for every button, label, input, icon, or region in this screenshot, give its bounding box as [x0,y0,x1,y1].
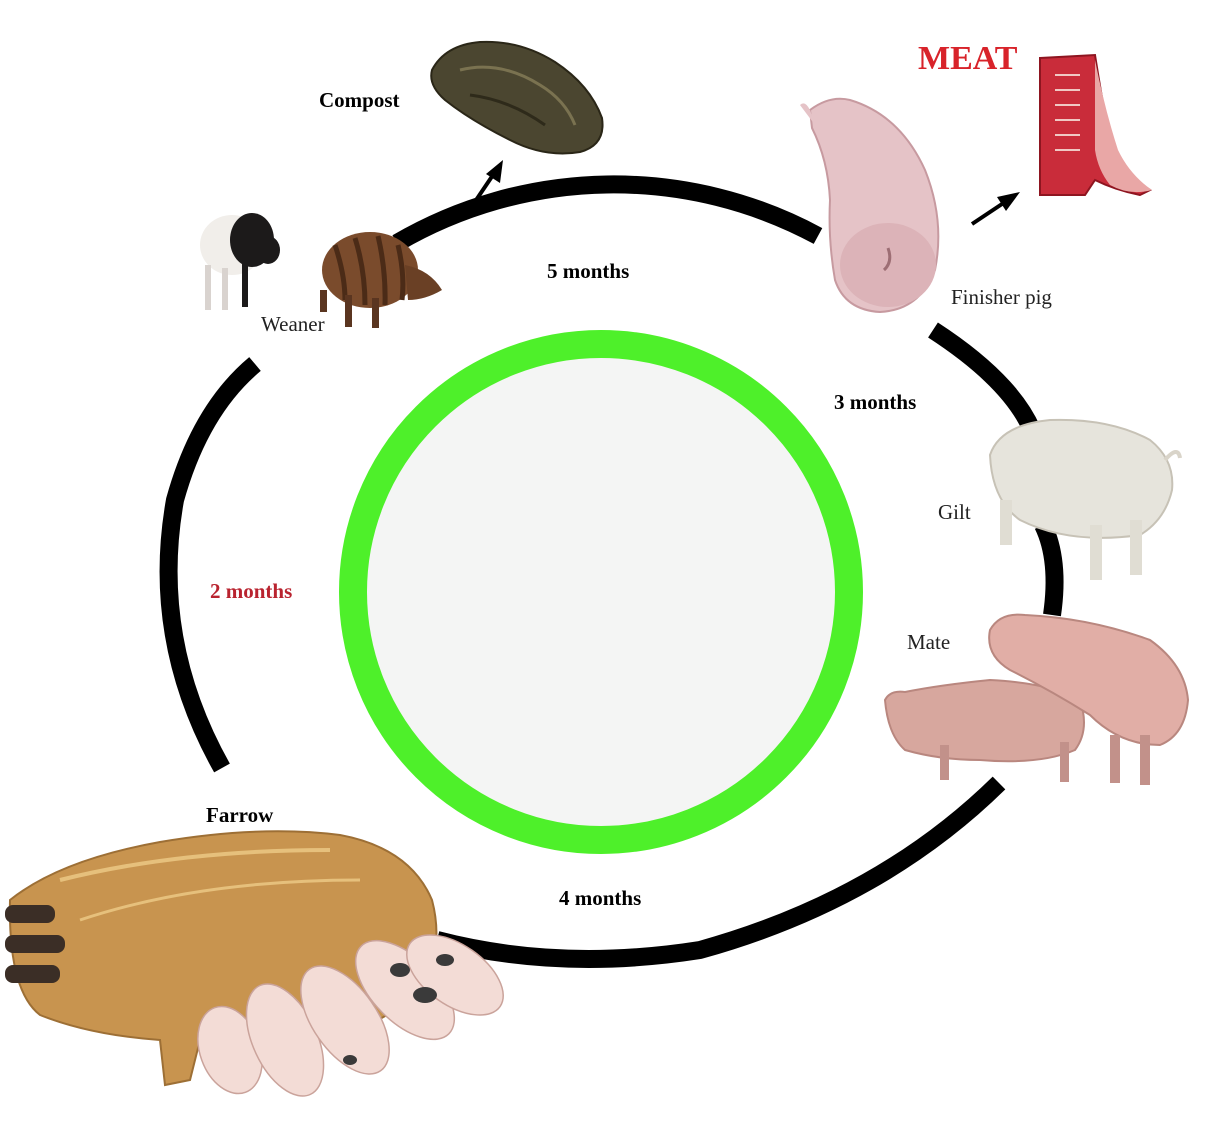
compost-label: Compost [319,90,400,111]
mate-label: Mate [907,632,950,653]
duration-5-months: 5 months [547,261,629,282]
cycle-arc-left [169,364,255,768]
sow-with-piglets-image [5,831,517,1108]
duration-3-months: 3 months [834,392,916,413]
duration-2-months: 2 months [210,581,292,602]
gilt-image [990,420,1180,580]
farrow-label: Farrow [206,805,273,826]
finisher-pig-label: Finisher pig [951,287,1052,308]
meat-label: MEAT [918,42,1017,76]
compost-image [431,42,602,154]
weaner-label: Weaner [261,314,325,335]
gilt-label: Gilt [938,502,971,523]
finisher-pig-image [800,99,938,312]
cycle-arc-right-mid [1043,525,1055,615]
arrow-to-meat [972,192,1020,224]
meat-carcass-image [1040,55,1152,195]
cycle-arc-top [397,184,818,243]
cycle-arc-right-upper [933,330,1032,430]
inner-ring [353,344,849,840]
duration-4-months: 4 months [559,888,641,909]
